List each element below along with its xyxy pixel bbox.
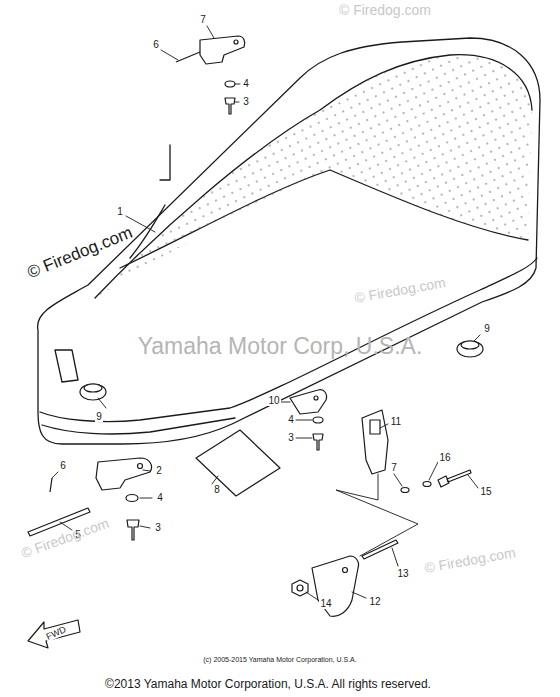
- callout-number: 10: [267, 396, 280, 406]
- callout-number: 3: [154, 523, 162, 533]
- watermark: © Firedog.com: [423, 545, 516, 575]
- leader-line: [468, 475, 478, 488]
- leader-line: [296, 420, 312, 421]
- bolt-hole: [343, 568, 348, 573]
- callout-number: 2: [155, 466, 163, 476]
- callout-number: 16: [438, 453, 451, 463]
- callout-number: 7: [199, 15, 207, 25]
- callout-number: 7: [390, 463, 398, 473]
- callout-number: 13: [396, 569, 409, 579]
- leader-line: [207, 26, 214, 38]
- callout-number: 14: [319, 599, 332, 609]
- caution-label: [196, 430, 280, 496]
- leader-line: [429, 462, 438, 480]
- seat-lock: [362, 410, 388, 474]
- bolt-hole: [314, 396, 318, 400]
- bolt: [127, 520, 139, 540]
- leader-line: [235, 84, 240, 85]
- callout-number: 15: [479, 487, 492, 497]
- callout-number: 4: [156, 493, 164, 503]
- callout-number: 4: [287, 415, 295, 425]
- forward-arrow: [28, 620, 80, 648]
- seat-damper: [457, 341, 483, 357]
- leader-line: [140, 498, 152, 499]
- watermark: © Firedog.com: [339, 3, 431, 17]
- seat-pan-edge: [42, 418, 235, 434]
- nut-hole: [297, 585, 303, 591]
- assembly-line: [336, 474, 418, 556]
- leader-line: [394, 474, 402, 486]
- washer: [225, 81, 235, 87]
- lock-hook: [370, 420, 380, 434]
- washer: [423, 482, 431, 487]
- callout-number: 4: [242, 79, 250, 89]
- watermark: © Firedog.com: [25, 223, 135, 281]
- watermark: Yamaha Motor Corp, U.S.A.: [138, 335, 423, 358]
- seat-damper: [80, 384, 106, 400]
- leader-line: [52, 472, 58, 478]
- leader-line: [296, 438, 312, 439]
- copyright-note: (c) 2005-2015 Yamaha Motor Corporation, …: [203, 656, 356, 663]
- copyright-note: ©2013 Yamaha Motor Corporation, U.S.A. A…: [105, 678, 431, 690]
- bolt: [438, 470, 471, 487]
- bolt: [313, 434, 323, 450]
- callout-number: 1: [116, 207, 124, 217]
- callout-number: 8: [213, 485, 221, 495]
- seat-hook: [55, 350, 78, 382]
- leader-line: [352, 592, 366, 598]
- leader-line: [161, 50, 178, 60]
- direction-label: FWD: [44, 624, 68, 642]
- seat-damper: [461, 341, 479, 349]
- quilt-texture: [90, 40, 540, 310]
- cotter-pin: [50, 478, 52, 492]
- leader-line: [474, 335, 480, 341]
- leader-line: [235, 102, 239, 103]
- callout-number: 3: [242, 97, 250, 107]
- bolt-hole: [138, 464, 143, 469]
- leader-line: [140, 526, 150, 528]
- hinge-bracket: [200, 36, 245, 64]
- callout-number: 11: [390, 417, 402, 427]
- callout-number: 3: [287, 433, 295, 443]
- bolt: [225, 98, 235, 114]
- lock-plate: [312, 556, 359, 616]
- bolt-hole: [234, 40, 238, 44]
- washer: [401, 488, 409, 493]
- seat-strap: [160, 145, 170, 180]
- callout-number: 9: [95, 412, 103, 422]
- hinge-bracket: [96, 458, 152, 490]
- lock-bracket: [290, 390, 327, 414]
- washer: [126, 495, 138, 502]
- seat-damper: [84, 384, 102, 392]
- leader-line: [143, 470, 150, 471]
- callout-number: 9: [483, 324, 491, 334]
- callout-number: 6: [59, 461, 67, 471]
- leader-line: [380, 424, 388, 428]
- leader-line: [306, 592, 318, 600]
- callout-number: 6: [152, 40, 160, 50]
- nut: [292, 580, 308, 596]
- washer: [313, 417, 323, 423]
- watermark: © Firedog.com: [353, 275, 446, 305]
- hinge-pin: [176, 52, 200, 62]
- leader-line: [212, 476, 218, 484]
- watermark: © Firedog.com: [19, 516, 110, 561]
- leader-line: [98, 398, 106, 408]
- leader-line: [279, 402, 290, 403]
- callout-number: 12: [368, 597, 381, 607]
- leader-line: [392, 548, 398, 566]
